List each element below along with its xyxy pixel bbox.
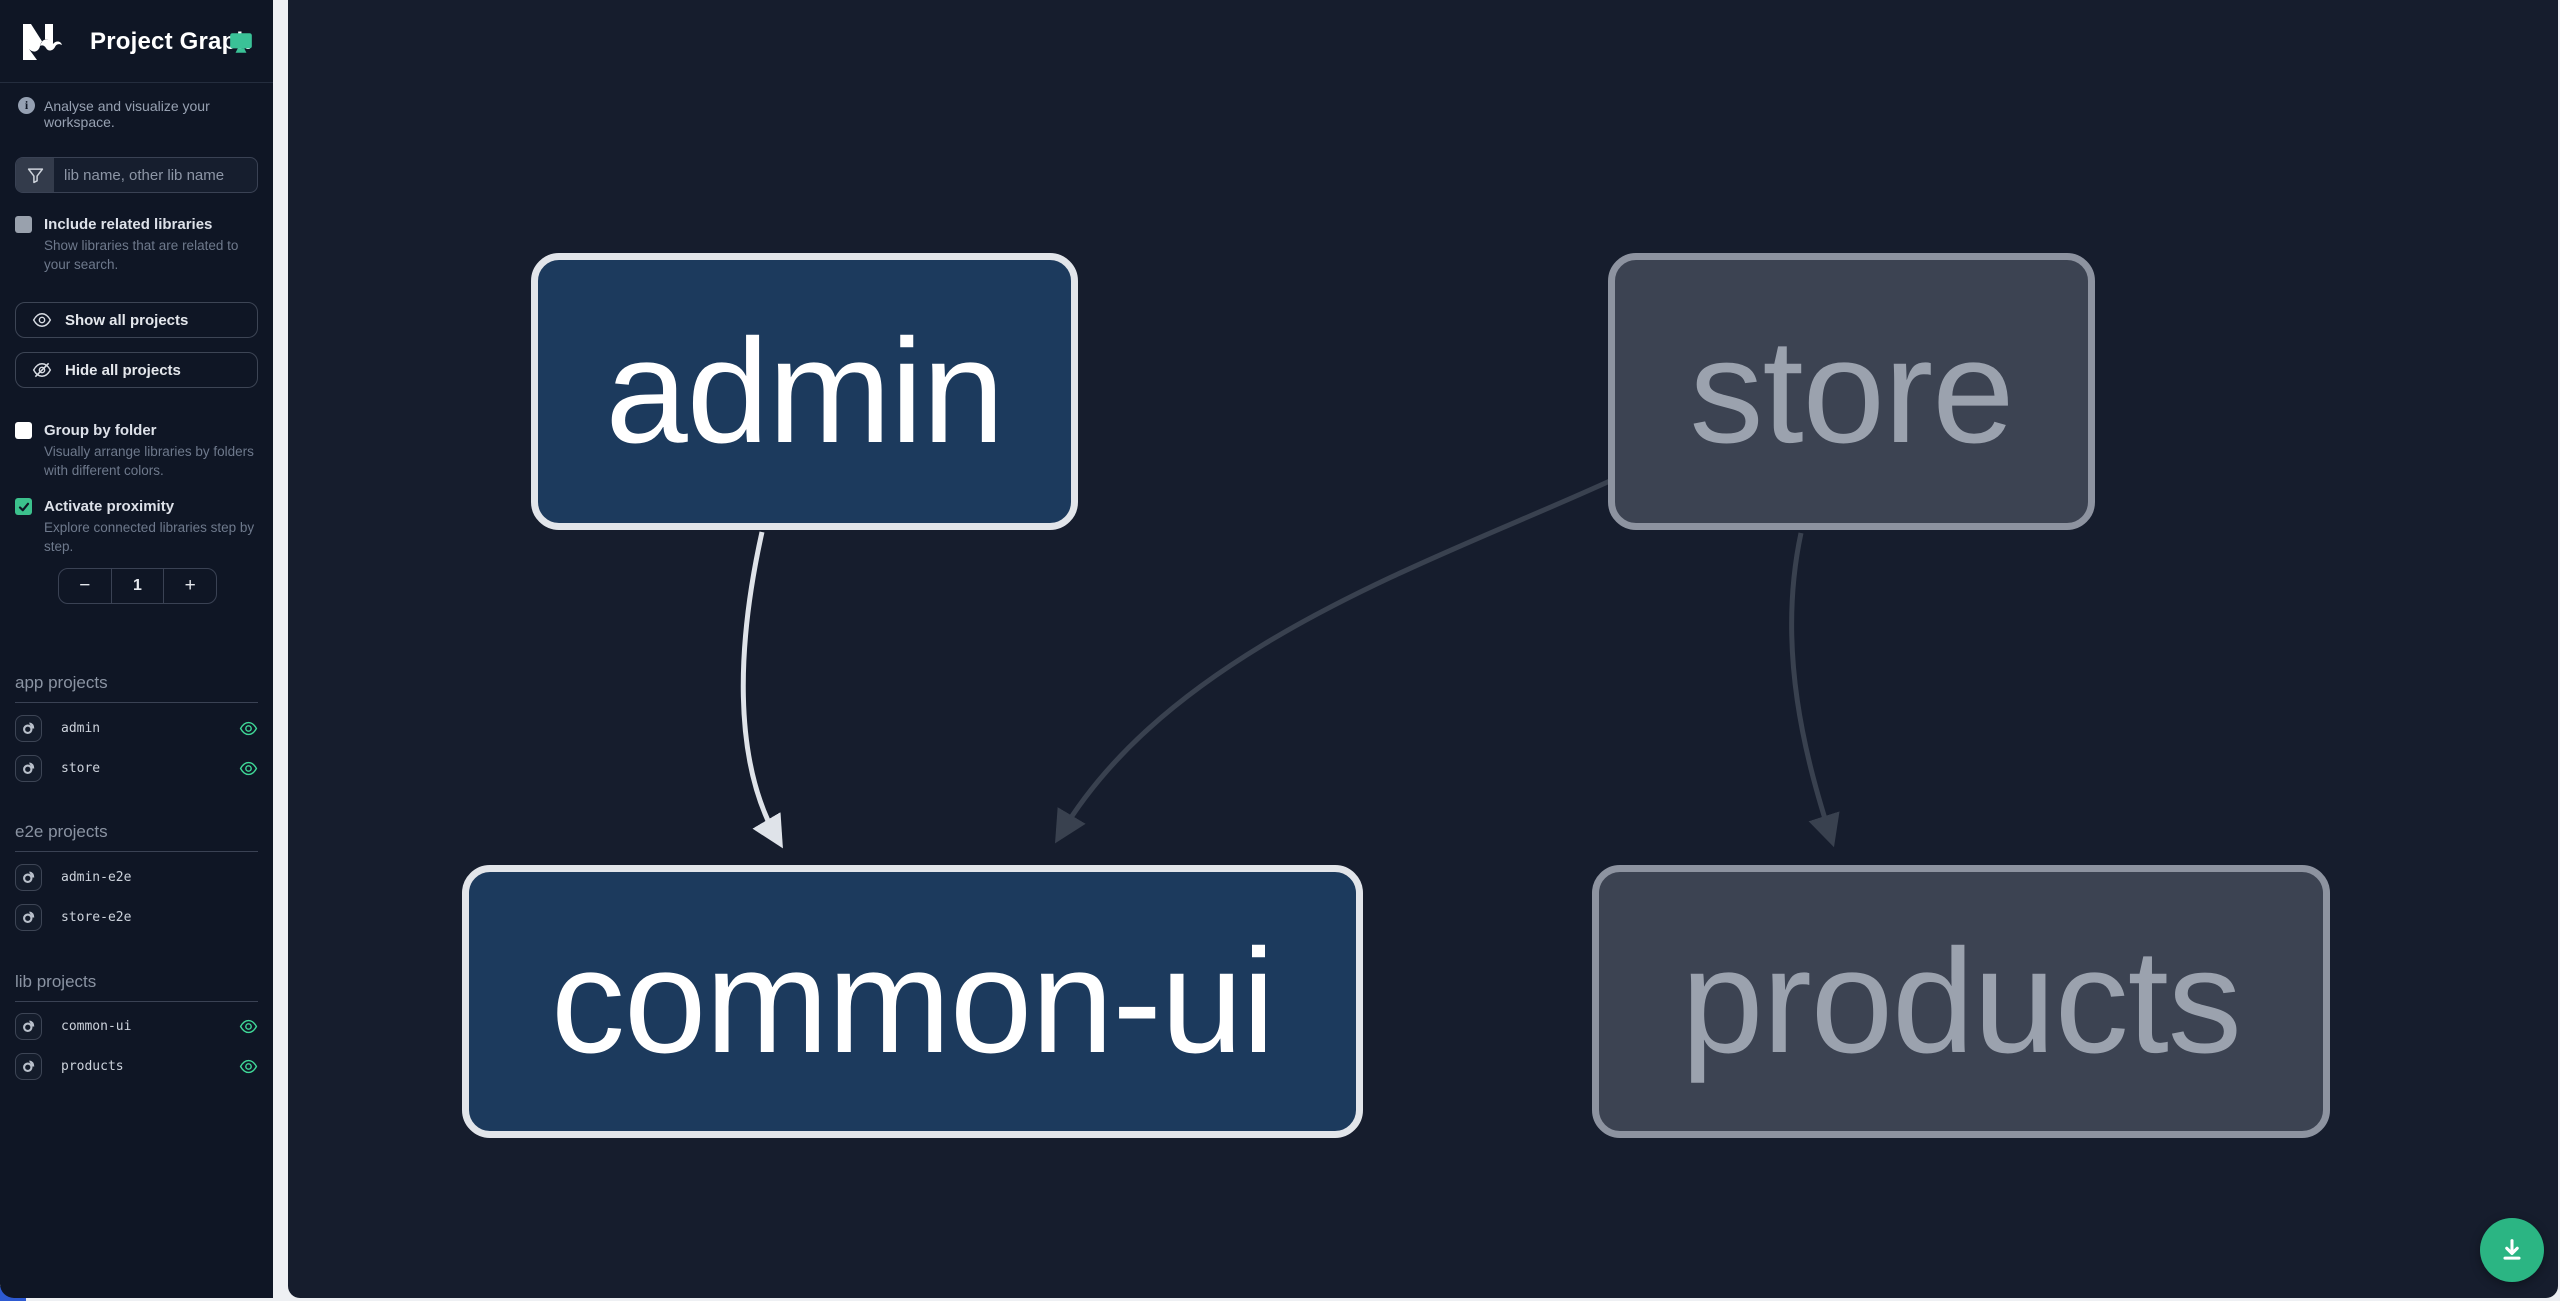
download-icon bbox=[2503, 1239, 2521, 1260]
hide-all-projects-button[interactable]: Hide all projects bbox=[15, 352, 258, 388]
graph-node-store[interactable]: store bbox=[1608, 253, 2095, 530]
project-name: admin bbox=[61, 720, 101, 736]
info-icon: i bbox=[18, 97, 35, 114]
focus-project-button[interactable] bbox=[15, 1052, 42, 1080]
graph-canvas[interactable]: admin store common-ui products bbox=[288, 0, 2558, 1298]
focus-project-button[interactable] bbox=[15, 1012, 42, 1040]
toggle-visibility-eye-icon[interactable] bbox=[238, 1056, 258, 1076]
include-related-checkbox-row[interactable]: Include related libraries Show libraries… bbox=[15, 215, 258, 274]
project-name: products bbox=[61, 1058, 124, 1074]
edge-admin-to-common-ui[interactable] bbox=[740, 531, 783, 849]
toggle-visibility-eye-icon[interactable] bbox=[238, 1016, 258, 1036]
group-by-folder-description: Visually arrange libraries by folders wi… bbox=[44, 444, 254, 478]
sidebar-header: Project Graph bbox=[0, 0, 273, 83]
eye-off-icon bbox=[32, 362, 52, 378]
group-by-folder-label: Group by folder bbox=[44, 422, 157, 439]
project-name: admin-e2e bbox=[61, 869, 132, 885]
dependency-edges bbox=[740, 477, 1840, 849]
workspace-tagline-row: i Analyse and visualize your workspace. bbox=[18, 97, 258, 130]
project-row-store-e2e: store-e2e bbox=[15, 902, 258, 932]
node-label: admin bbox=[605, 308, 1004, 474]
graph-node-common-ui[interactable]: common-ui bbox=[462, 865, 1363, 1138]
filter-input[interactable] bbox=[54, 158, 257, 192]
activate-proximity-label: Activate proximity bbox=[44, 498, 175, 515]
group-by-folder-checkbox-row[interactable]: Group by folder Visually arrange librari… bbox=[15, 421, 258, 480]
node-label: products bbox=[1681, 918, 2242, 1084]
nx-logo bbox=[23, 24, 62, 60]
focus-project-button[interactable] bbox=[15, 754, 42, 782]
activate-proximity-description: Explore connected libraries step by step… bbox=[44, 520, 255, 554]
activate-proximity-checkbox[interactable] bbox=[15, 498, 32, 515]
hide-all-projects-label: Hide all projects bbox=[65, 361, 181, 379]
section-title-lib-projects: lib projects bbox=[15, 972, 258, 1002]
toggle-visibility-eye-icon[interactable] bbox=[238, 718, 258, 738]
edge-store-to-common-ui[interactable] bbox=[1055, 477, 1614, 844]
checkmark-icon bbox=[18, 502, 29, 511]
toggle-visibility-eye-icon[interactable] bbox=[238, 758, 258, 778]
workspace-tagline: Analyse and visualize your workspace. bbox=[44, 98, 210, 130]
desktop-monitor-icon[interactable] bbox=[228, 30, 254, 56]
graph-node-products[interactable]: products bbox=[1592, 865, 2330, 1138]
edge-store-to-products[interactable] bbox=[1789, 532, 1840, 848]
project-row-store: store bbox=[15, 753, 258, 783]
node-label: store bbox=[1689, 308, 2014, 474]
download-graph-button[interactable] bbox=[2480, 1218, 2544, 1282]
group-by-folder-checkbox[interactable] bbox=[15, 422, 32, 439]
activate-proximity-checkbox-row[interactable]: Activate proximity Explore connected lib… bbox=[15, 497, 258, 556]
focus-icon bbox=[22, 722, 34, 734]
project-row-products: products bbox=[15, 1051, 258, 1081]
focus-icon bbox=[22, 871, 34, 883]
project-name: common-ui bbox=[61, 1018, 132, 1034]
filter-funnel-icon bbox=[16, 158, 54, 192]
proximity-value: 1 bbox=[110, 569, 165, 603]
focus-icon bbox=[22, 1060, 34, 1072]
eye-icon bbox=[32, 313, 52, 327]
focus-icon bbox=[22, 911, 34, 923]
include-related-description: Show libraries that are related to your … bbox=[44, 238, 239, 272]
proximity-stepper: − 1 + bbox=[58, 568, 217, 604]
node-label: common-ui bbox=[551, 918, 1275, 1084]
page-title: Project Graph bbox=[90, 28, 252, 55]
project-row-admin-e2e: admin-e2e bbox=[15, 862, 258, 892]
focus-icon bbox=[22, 1020, 34, 1032]
include-related-checkbox[interactable] bbox=[15, 216, 32, 233]
project-name: store-e2e bbox=[61, 909, 132, 925]
project-row-admin: admin bbox=[15, 713, 258, 743]
graph-node-admin[interactable]: admin bbox=[531, 253, 1078, 530]
include-related-label: Include related libraries bbox=[44, 216, 213, 233]
library-filter bbox=[15, 157, 258, 193]
project-row-common-ui: common-ui bbox=[15, 1011, 258, 1041]
focus-project-button[interactable] bbox=[15, 863, 42, 891]
show-all-projects-label: Show all projects bbox=[65, 311, 189, 329]
focus-icon bbox=[22, 762, 34, 774]
project-name: store bbox=[61, 760, 101, 776]
show-all-projects-button[interactable]: Show all projects bbox=[15, 302, 258, 338]
sidebar: Project Graph i Analyse and visualize yo… bbox=[0, 0, 273, 1298]
section-title-e2e-projects: e2e projects bbox=[15, 822, 258, 852]
focus-project-button[interactable] bbox=[15, 714, 42, 742]
proximity-increment-button[interactable]: + bbox=[184, 575, 196, 596]
focus-project-button[interactable] bbox=[15, 903, 42, 931]
section-title-app-projects: app projects bbox=[15, 673, 258, 703]
proximity-decrement-button[interactable]: − bbox=[79, 575, 91, 596]
